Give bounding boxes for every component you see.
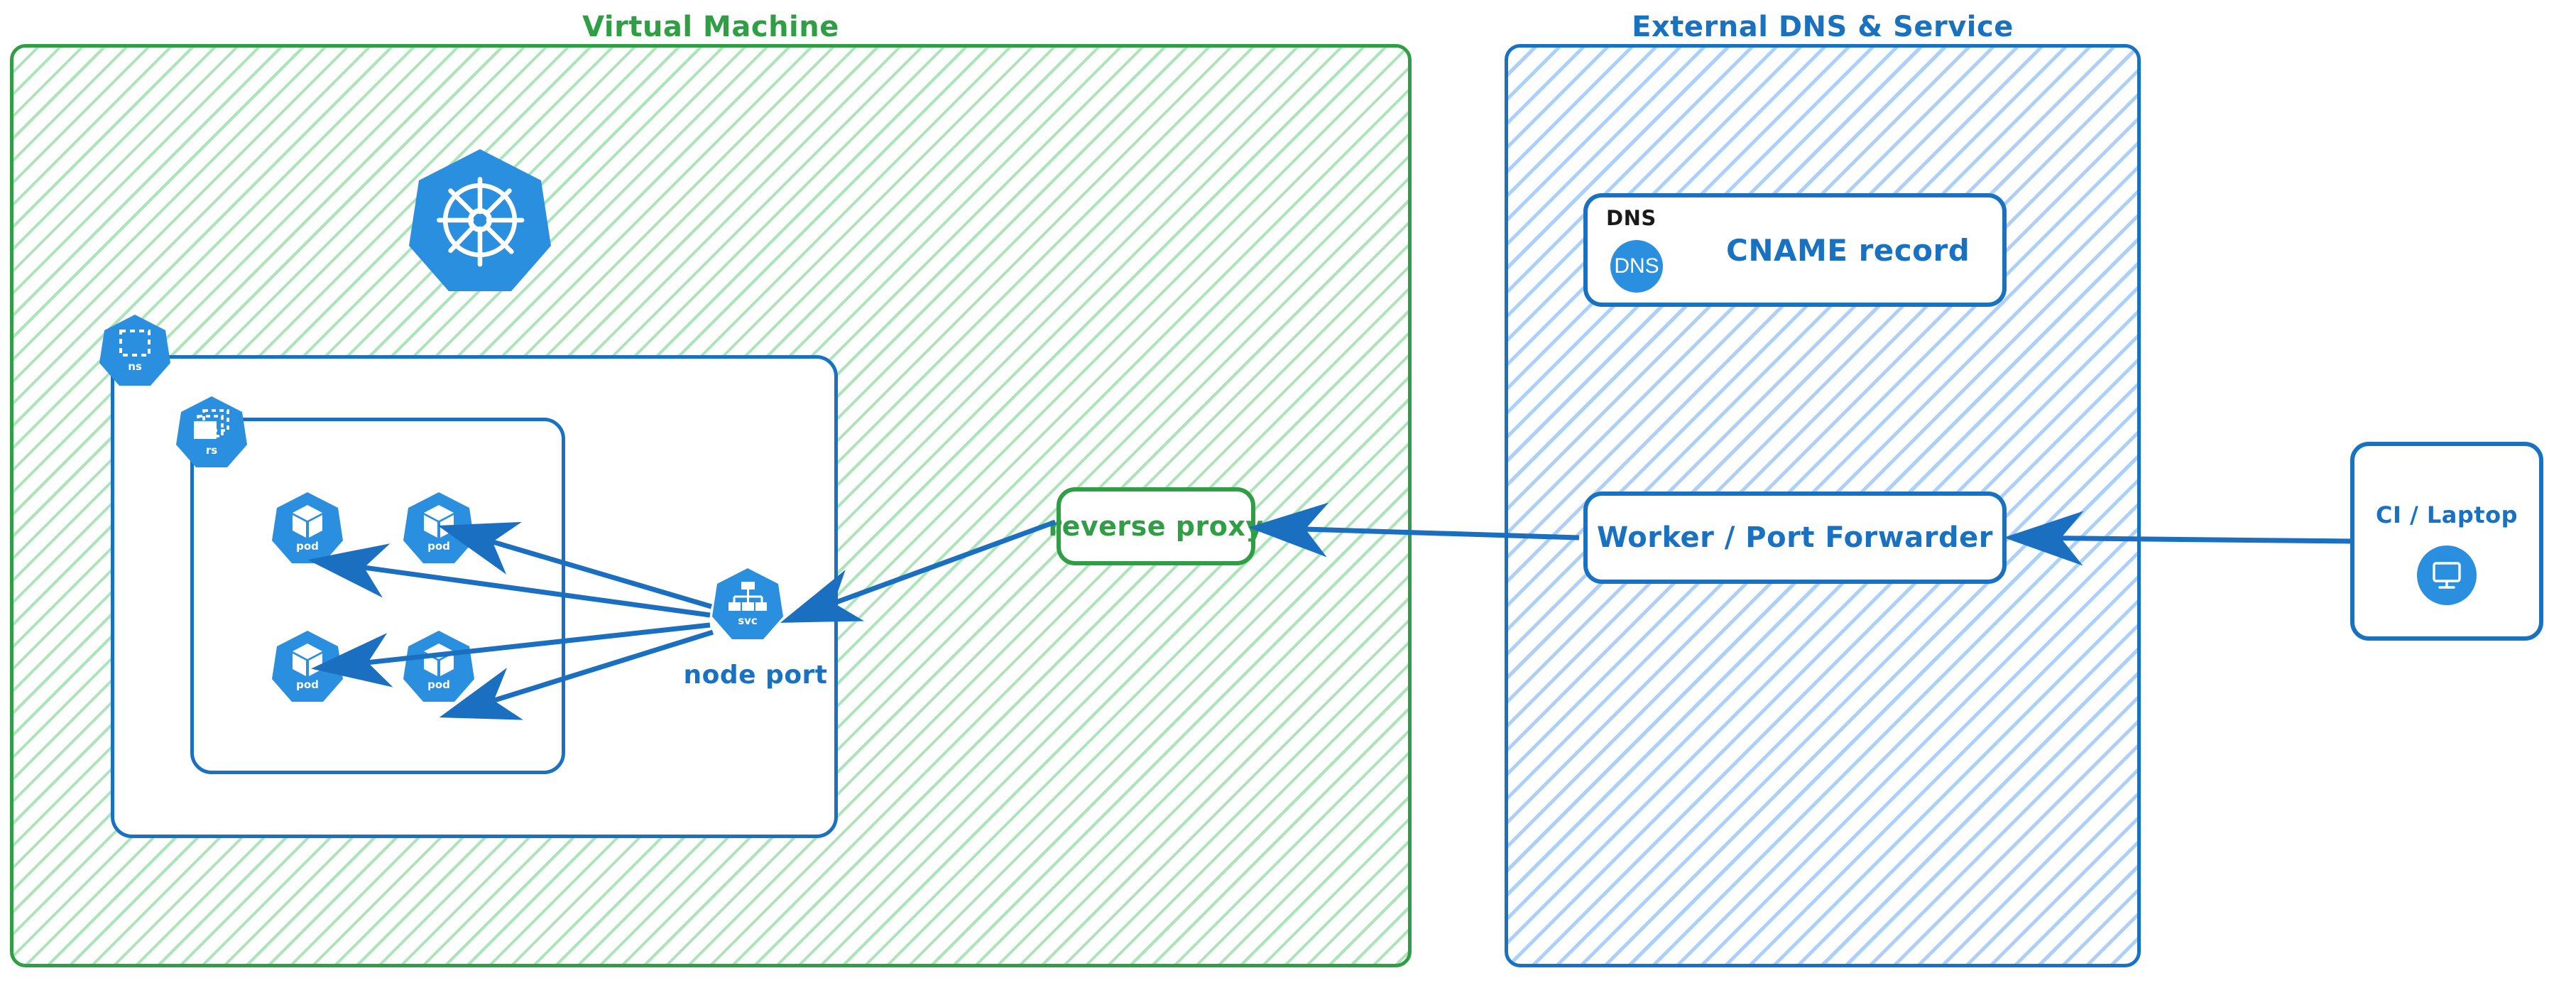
dns-card-tag: DNS [1606, 206, 1657, 230]
pod-cube-glyph [291, 504, 324, 539]
node-port-caption: node port [683, 661, 828, 690]
reverse-proxy-label: reverse proxy [1048, 511, 1264, 542]
reverse-proxy-box[interactable]: reverse proxy [1048, 487, 1263, 565]
pod-label-3: pod [296, 678, 319, 691]
pod-label-2: pod [427, 539, 450, 553]
pod-label-1: pod [296, 539, 319, 553]
ci-laptop-label: CI / Laptop [2376, 501, 2518, 528]
pod-cube-glyph [422, 504, 455, 539]
group-virtual-machine-title: Virtual Machine [582, 11, 839, 43]
pod-label-4: pod [427, 678, 450, 691]
worker-port-forwarder-box[interactable]: Worker / Port Forwarder [1583, 492, 2007, 584]
dns-badge-icon: DNS [1610, 240, 1663, 293]
group-external-dns-service-title: External DNS & Service [1632, 11, 2014, 43]
replicaset-frame [190, 418, 565, 774]
kubernetes-wheel-glyph [427, 168, 533, 273]
pod-cube-glyph [422, 642, 455, 678]
namespace-label: ns [128, 359, 142, 373]
monitor-icon [2417, 545, 2477, 605]
ci-laptop-box[interactable]: CI / Laptop [2350, 442, 2543, 641]
service-label: svc [738, 614, 758, 627]
dns-card[interactable]: DNS DNS CNAME record [1583, 193, 2007, 307]
worker-port-forwarder-label: Worker / Port Forwarder [1597, 521, 1993, 554]
cname-record-label: CNAME record [1726, 233, 1970, 268]
replicaset-label: rs [205, 443, 218, 457]
pod-cube-glyph [291, 642, 324, 678]
namespace-glyph [118, 328, 152, 359]
replicaset-glyph [192, 408, 231, 443]
service-tree-glyph [728, 581, 767, 614]
